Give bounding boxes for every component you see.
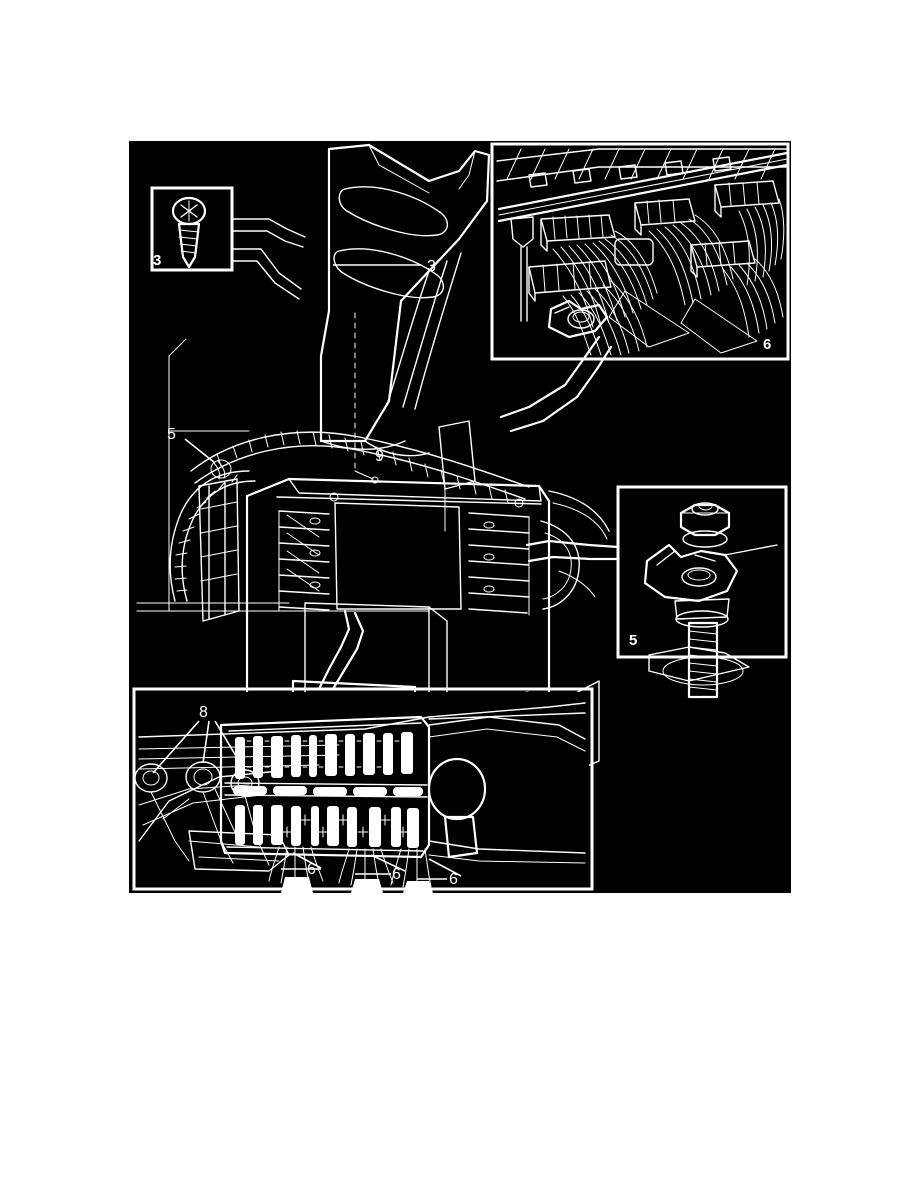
leader-item3: 3 bbox=[333, 258, 436, 275]
support-bracket-item3 bbox=[319, 143, 491, 484]
technical-diagram-figure: 3 3 5 9 bbox=[129, 141, 791, 893]
inset-screw-number: 3 bbox=[153, 252, 161, 269]
inset-nut-number: 5 bbox=[629, 632, 637, 649]
inset-box-connectors: 6 bbox=[490, 142, 790, 433]
label-item-6-c: 6 bbox=[449, 871, 458, 888]
nut-stud-icon bbox=[643, 502, 778, 699]
label-item-3: 3 bbox=[427, 258, 436, 275]
label-item-5-main: 5 bbox=[167, 426, 176, 443]
relay-bars bbox=[233, 786, 423, 796]
fin-studs bbox=[274, 492, 533, 712]
diagram-canvas: 3 3 5 9 bbox=[132, 142, 790, 893]
inset-box-screw: 3 bbox=[150, 186, 306, 300]
inset-box-nut: 5 bbox=[525, 485, 788, 699]
inset-box-fusebox: 8 6 6 6 bbox=[132, 609, 594, 893]
harness-connector-icon bbox=[496, 148, 789, 356]
harness-tails bbox=[268, 846, 433, 893]
wiring-loom-left bbox=[169, 470, 256, 602]
label-item-8: 8 bbox=[199, 704, 208, 721]
fuse-carrier-icon bbox=[134, 702, 586, 893]
fuse-row-top bbox=[235, 732, 413, 779]
wiring-loom-right bbox=[540, 490, 610, 610]
inset-connectors-number: 6 bbox=[763, 336, 771, 353]
engine-bay-context bbox=[136, 338, 430, 612]
screw-icon bbox=[171, 196, 207, 269]
fuse-row-bottom bbox=[235, 805, 419, 848]
label-item-9: 9 bbox=[375, 448, 384, 465]
label-item-6-b: 6 bbox=[392, 866, 401, 883]
leader-item5-main: 5 bbox=[167, 426, 232, 480]
